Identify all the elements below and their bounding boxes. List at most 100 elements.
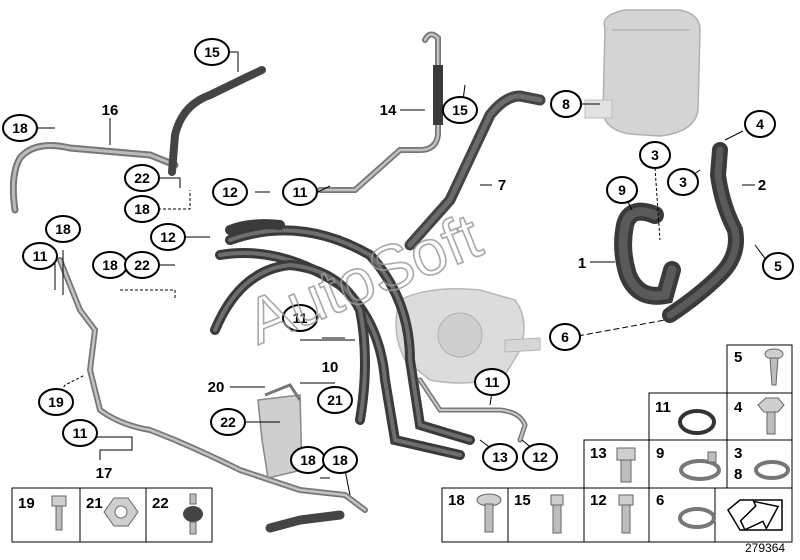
callout-18[interactable]: 18 bbox=[124, 195, 160, 223]
screw-5-icon bbox=[764, 348, 784, 386]
callout-label: 18 bbox=[332, 452, 348, 468]
reference-number: 279364 bbox=[745, 541, 785, 555]
seal-ring-11-icon bbox=[678, 409, 716, 435]
callout-3[interactable]: 3 bbox=[667, 168, 699, 196]
callout-18[interactable]: 18 bbox=[92, 251, 128, 279]
callout-18[interactable]: 18 bbox=[45, 215, 81, 243]
callout-label: 12 bbox=[222, 184, 238, 200]
hose-2 bbox=[662, 142, 744, 323]
legend-label: 12 bbox=[590, 492, 607, 509]
callout-label: 3 bbox=[651, 147, 659, 163]
callout-label: 15 bbox=[452, 102, 468, 118]
legend-label: 5 bbox=[734, 349, 742, 366]
callout-12[interactable]: 12 bbox=[212, 178, 248, 206]
callout-label: 22 bbox=[134, 257, 150, 273]
callout-label: 19 bbox=[48, 394, 64, 410]
callout-label: 11 bbox=[73, 425, 88, 441]
callout-label: 1 bbox=[578, 255, 586, 272]
legend-label: 22 bbox=[152, 495, 169, 512]
legend-label: 9 bbox=[656, 445, 664, 462]
callout-label: 2 bbox=[758, 177, 766, 194]
callout-label: 14 bbox=[380, 102, 397, 119]
reservoir-illustration bbox=[584, 9, 701, 137]
callout-label: 22 bbox=[134, 170, 150, 186]
callout-17[interactable]: 17 bbox=[96, 465, 113, 482]
legend-label: 13 bbox=[590, 445, 607, 462]
legend-label: 3 bbox=[734, 445, 742, 462]
callout-11[interactable]: 11 bbox=[62, 419, 98, 447]
parts-legend-right: 5 11 4 13 9 3 8 18 15 12 6 bbox=[441, 344, 793, 543]
clamp-3-8-icon bbox=[754, 460, 790, 480]
callout-10[interactable]: 10 bbox=[322, 359, 339, 376]
callout-20[interactable]: 20 bbox=[208, 379, 225, 396]
callout-22[interactable]: 22 bbox=[124, 164, 160, 192]
callout-15[interactable]: 15 bbox=[442, 96, 478, 124]
callout-label: 13 bbox=[492, 449, 508, 465]
callout-label: 5 bbox=[774, 258, 782, 274]
bolt-15-icon bbox=[550, 494, 564, 534]
callout-label: 22 bbox=[220, 414, 236, 430]
callout-label: 17 bbox=[96, 465, 113, 482]
callout-21[interactable]: 21 bbox=[317, 386, 353, 414]
hose-16-line bbox=[9, 66, 266, 214]
legend-label: 4 bbox=[734, 399, 743, 416]
callout-4[interactable]: 4 bbox=[744, 110, 776, 138]
bolt-13-icon bbox=[616, 447, 636, 483]
callout-11[interactable]: 11 bbox=[474, 368, 510, 396]
callout-12[interactable]: 12 bbox=[150, 223, 186, 251]
callout-label: 18 bbox=[300, 452, 316, 468]
clamp-6-icon bbox=[678, 507, 716, 529]
legend-label: 19 bbox=[18, 495, 35, 512]
callout-label: 21 bbox=[327, 392, 343, 408]
callout-label: 4 bbox=[756, 116, 764, 132]
clamp-9-icon bbox=[679, 451, 721, 481]
callout-22[interactable]: 22 bbox=[124, 251, 160, 279]
parts-legend-bottom-left: 19 21 22 bbox=[11, 487, 213, 543]
callout-18[interactable]: 18 bbox=[2, 114, 38, 142]
callout-label: 15 bbox=[204, 44, 220, 60]
line-17 bbox=[57, 257, 368, 533]
callout-label: 20 bbox=[208, 379, 225, 396]
arrow-icon bbox=[727, 499, 783, 531]
callout-label: 18 bbox=[134, 201, 150, 217]
callout-16[interactable]: 16 bbox=[102, 102, 119, 119]
callout-label: 12 bbox=[160, 229, 176, 245]
line-14 bbox=[317, 31, 443, 193]
callout-14[interactable]: 14 bbox=[380, 102, 397, 119]
callout-11[interactable]: 11 bbox=[22, 242, 58, 270]
pressure-hoses-10 bbox=[210, 219, 475, 460]
hose-7 bbox=[404, 90, 546, 251]
callout-label: 11 bbox=[33, 248, 48, 264]
bolt-12-icon bbox=[618, 494, 634, 534]
callout-7[interactable]: 7 bbox=[498, 177, 506, 194]
bolt-19-icon bbox=[51, 495, 67, 531]
callout-3[interactable]: 3 bbox=[639, 141, 671, 169]
callout-1[interactable]: 1 bbox=[578, 255, 586, 272]
callout-11[interactable]: 11 bbox=[282, 178, 318, 206]
callout-11[interactable]: 11 bbox=[282, 304, 318, 332]
legend-label: 21 bbox=[86, 495, 103, 512]
callout-15[interactable]: 15 bbox=[194, 38, 230, 66]
callout-19[interactable]: 19 bbox=[38, 388, 74, 416]
callout-18[interactable]: 18 bbox=[290, 446, 326, 474]
callout-label: 18 bbox=[12, 120, 28, 136]
nut-21-icon bbox=[103, 497, 139, 527]
callout-label: 18 bbox=[55, 221, 71, 237]
callout-label: 3 bbox=[679, 174, 687, 190]
callout-2[interactable]: 2 bbox=[758, 177, 766, 194]
rubber-mount-22-icon bbox=[183, 493, 203, 535]
callout-label: 16 bbox=[102, 102, 119, 119]
callout-13[interactable]: 13 bbox=[482, 443, 518, 471]
callout-12[interactable]: 12 bbox=[522, 443, 558, 471]
legend-label: 15 bbox=[514, 492, 531, 509]
callout-label: 18 bbox=[102, 257, 118, 273]
callout-8[interactable]: 8 bbox=[550, 90, 582, 118]
power-steering-pump-illustration bbox=[395, 288, 541, 384]
callout-22[interactable]: 22 bbox=[210, 408, 246, 436]
legend-label: 18 bbox=[448, 492, 465, 509]
bolt-18-icon bbox=[476, 493, 502, 533]
callout-9[interactable]: 9 bbox=[606, 176, 638, 204]
callout-18[interactable]: 18 bbox=[322, 446, 358, 474]
callout-5[interactable]: 5 bbox=[762, 252, 794, 280]
callout-6[interactable]: 6 bbox=[549, 323, 581, 351]
